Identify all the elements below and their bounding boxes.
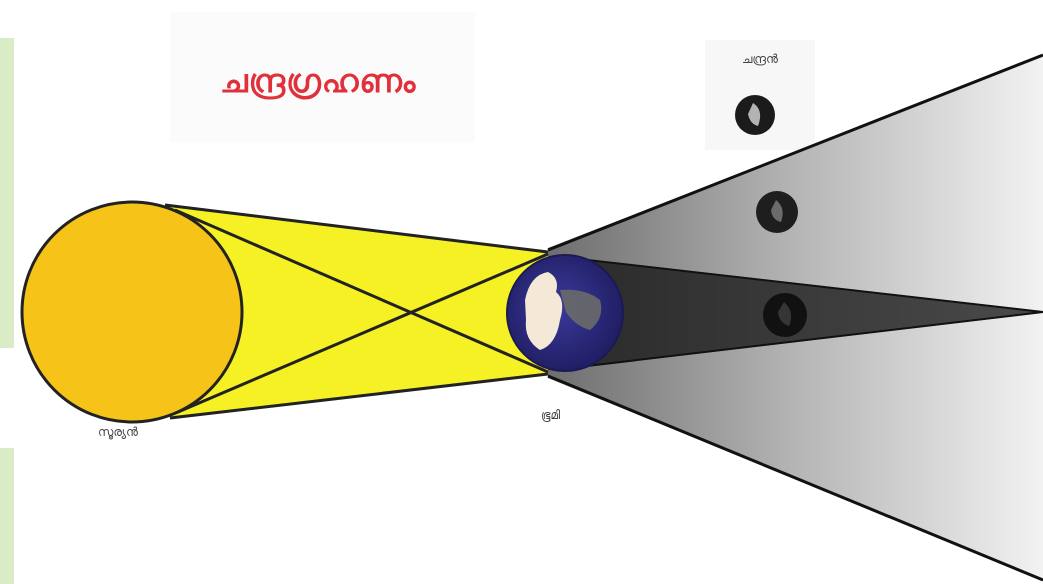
moon-icon <box>756 191 798 233</box>
earth-icon <box>507 255 623 371</box>
diagram-title: ചന്ദ്രഗ്രഹണം <box>220 62 416 101</box>
moon-icon <box>763 293 807 337</box>
sun-label: സൂര്യൻ <box>98 425 138 440</box>
earth-label: ഭൂമി <box>541 408 560 423</box>
moon-icon <box>735 95 775 135</box>
moon-label: ചന്ദ്രൻ <box>742 52 778 67</box>
sun-icon <box>22 202 242 422</box>
